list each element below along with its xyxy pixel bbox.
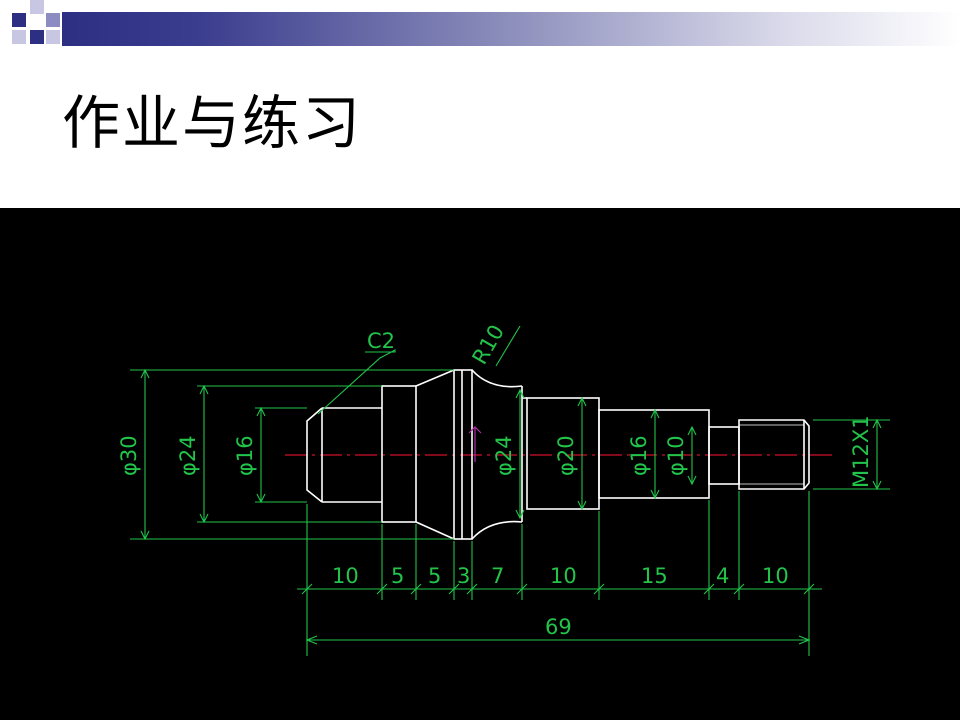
origin-marker <box>468 426 482 462</box>
label-length-3: 5 <box>428 564 441 588</box>
cad-drawing-area: C2 R10 φ30 φ24 φ16 φ24 φ20 φ16 φ10 M12X1… <box>0 208 960 720</box>
label-length-1: 10 <box>332 564 359 588</box>
dimension-labels: C2 R10 φ30 φ24 φ16 φ24 φ20 φ16 φ10 M12X1… <box>117 321 873 639</box>
r10-arc-bottom <box>471 520 523 540</box>
left-end-chamfer <box>306 407 323 503</box>
shaft-outline <box>306 369 810 540</box>
deco-square <box>30 30 44 44</box>
label-thread: M12X1 <box>849 415 873 488</box>
r10-arc-top <box>471 369 523 388</box>
label-length-7: 15 <box>641 564 668 588</box>
deco-square <box>12 30 26 44</box>
label-r10: R10 <box>468 321 509 369</box>
label-length-5: 7 <box>491 564 504 588</box>
label-d16-left: φ16 <box>233 435 257 476</box>
dimension-lines <box>130 325 890 656</box>
label-c2: C2 <box>367 329 395 353</box>
label-length-6: 10 <box>550 564 577 588</box>
label-d16-right: φ16 <box>627 435 651 476</box>
d30-collar <box>453 369 473 540</box>
label-d20: φ20 <box>554 435 578 476</box>
label-length-8: 4 <box>716 564 729 588</box>
header-decoration <box>0 0 960 50</box>
deco-square <box>46 30 60 44</box>
label-total-length: 69 <box>545 615 572 639</box>
deco-square <box>46 13 60 27</box>
slide-title: 作业与练习 <box>62 89 363 157</box>
taper-segment <box>415 369 455 540</box>
d24-segment <box>381 385 417 523</box>
label-length-4: 3 <box>457 564 470 588</box>
label-d24-center: φ24 <box>492 435 516 476</box>
label-d24-left: φ24 <box>176 435 200 476</box>
deco-square <box>12 13 26 27</box>
label-d10: φ10 <box>664 435 688 476</box>
label-d30: φ30 <box>117 435 141 476</box>
thread-minor <box>739 424 804 485</box>
label-length-2: 5 <box>391 564 404 588</box>
label-length-9: 10 <box>762 564 789 588</box>
shaft-drawing: C2 R10 φ30 φ24 φ16 φ24 φ20 φ16 φ10 M12X1… <box>117 321 890 656</box>
slide-header: 作业与练习 <box>0 0 960 208</box>
header-gradient-bar <box>62 12 960 46</box>
deco-square <box>30 0 44 14</box>
